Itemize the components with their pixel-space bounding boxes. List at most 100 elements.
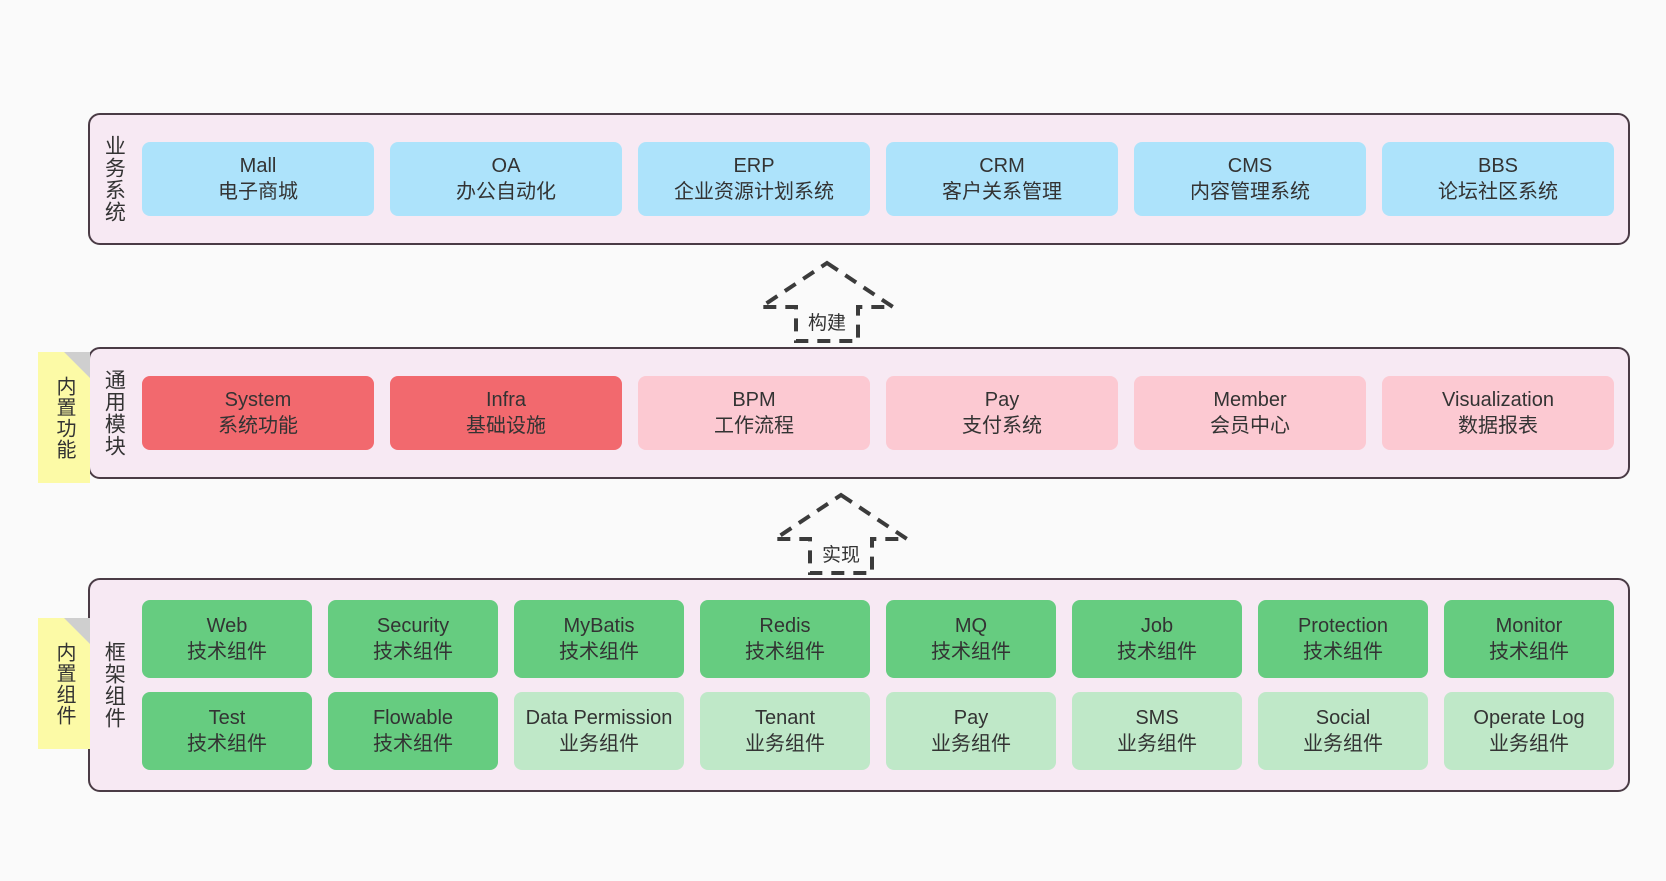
sticky-note-builtin-component: 内置组件 [38,618,90,749]
card-row: System 系统功能 Infra 基础设施 BPM 工作流程 Pay 支付系统… [142,376,1614,450]
card-title: Infra [485,389,527,411]
card-subtitle: 技术组件 [1303,641,1383,663]
card-monitor[interactable]: Monitor 技术组件 [1444,600,1614,678]
card-title: MyBatis [563,615,635,637]
card-title: Mall [239,155,277,177]
layer-body-business-system: Mall 电子商城 OA 办公自动化 ERP 企业资源计划系统 CRM 客户关系… [136,115,1628,243]
card-social[interactable]: Social 业务组件 [1258,692,1428,770]
card-bpm[interactable]: BPM 工作流程 [638,376,870,450]
card-web[interactable]: Web 技术组件 [142,600,312,678]
card-sms[interactable]: SMS 业务组件 [1072,692,1242,770]
layer-common-module: 通用模块 System 系统功能 Infra 基础设施 BPM 工作流程 Pay… [88,347,1630,479]
card-data-permission[interactable]: Data Permission 业务组件 [514,692,684,770]
card-mq[interactable]: MQ 技术组件 [886,600,1056,678]
card-title: Member [1213,389,1287,411]
card-title: CMS [1227,155,1273,177]
card-title: Pay [953,707,989,729]
card-subtitle: 业务组件 [931,733,1011,755]
card-subtitle: 客户关系管理 [942,181,1062,203]
card-title: Tenant [754,707,816,729]
layer-title-common-module: 通用模块 [102,369,126,457]
card-flowable[interactable]: Flowable 技术组件 [328,692,498,770]
card-pay[interactable]: Pay 支付系统 [886,376,1118,450]
layer-framework-component: 框架组件 Web 技术组件 Security 技术组件 MyBatis 技术组件… [88,578,1630,792]
card-subtitle: 基础设施 [466,415,546,437]
layer-body-framework-component: Web 技术组件 Security 技术组件 MyBatis 技术组件 Redi… [136,580,1628,790]
connector-build-arrow: 构建 [754,259,900,345]
card-row: Mall 电子商城 OA 办公自动化 ERP 企业资源计划系统 CRM 客户关系… [142,142,1614,216]
card-title: Pay [984,389,1020,411]
card-subtitle: 技术组件 [187,733,267,755]
card-subtitle: 业务组件 [1117,733,1197,755]
sticky-note-builtin-function: 内置功能 [38,352,90,483]
card-title: Monitor [1495,615,1563,637]
layer-business-system: 业务系统 Mall 电子商城 OA 办公自动化 ERP 企业资源计划系统 CRM… [88,113,1630,245]
card-title: OA [491,155,521,177]
card-test[interactable]: Test 技术组件 [142,692,312,770]
card-title: Flowable [372,707,454,729]
card-title: Protection [1297,615,1389,637]
card-bbs[interactable]: BBS 论坛社区系统 [1382,142,1614,216]
card-system[interactable]: System 系统功能 [142,376,374,450]
card-title: BBS [1477,155,1519,177]
card-title: Redis [759,615,811,637]
card-title: SMS [1135,707,1179,729]
card-security[interactable]: Security 技术组件 [328,600,498,678]
connector-implement-arrow: 实现 [768,491,914,577]
card-row: Test 技术组件 Flowable 技术组件 Data Permission … [142,692,1614,770]
card-title: Operate Log [1473,707,1585,729]
card-erp[interactable]: ERP 企业资源计划系统 [638,142,870,216]
card-title: Social [1315,707,1371,729]
card-redis[interactable]: Redis 技术组件 [700,600,870,678]
card-subtitle: 技术组件 [1489,641,1569,663]
layer-title-framework-component: 框架组件 [102,641,126,729]
card-subtitle: 业务组件 [745,733,825,755]
sticky-note-label: 内置功能 [53,375,75,460]
card-infra[interactable]: Infra 基础设施 [390,376,622,450]
card-mybatis[interactable]: MyBatis 技术组件 [514,600,684,678]
card-mall[interactable]: Mall 电子商城 [142,142,374,216]
card-subtitle: 电子商城 [218,181,298,203]
card-member[interactable]: Member 会员中心 [1134,376,1366,450]
card-subtitle: 技术组件 [559,641,639,663]
sticky-note-label: 内置组件 [53,641,75,726]
card-job[interactable]: Job 技术组件 [1072,600,1242,678]
card-subtitle: 技术组件 [1117,641,1197,663]
card-subtitle: 系统功能 [218,415,298,437]
card-title: Data Permission [525,707,673,729]
card-protection[interactable]: Protection 技术组件 [1258,600,1428,678]
card-subtitle: 技术组件 [931,641,1011,663]
card-title: MQ [954,615,988,637]
card-subtitle: 内容管理系统 [1190,181,1310,203]
card-subtitle: 数据报表 [1458,415,1538,437]
card-title: Visualization [1442,389,1554,411]
card-subtitle: 技术组件 [373,733,453,755]
folded-corner-icon [64,352,90,378]
card-subtitle: 技术组件 [187,641,267,663]
card-title: BPM [732,389,776,411]
layer-body-common-module: System 系统功能 Infra 基础设施 BPM 工作流程 Pay 支付系统… [136,349,1628,477]
card-subtitle: 工作流程 [714,415,794,437]
card-subtitle: 技术组件 [373,641,453,663]
card-pay-business[interactable]: Pay 业务组件 [886,692,1056,770]
card-subtitle: 办公自动化 [456,181,556,203]
card-title: Test [208,707,246,729]
layer-title-business-system: 业务系统 [102,135,126,223]
card-subtitle: 业务组件 [559,733,639,755]
card-title: Security [376,615,450,637]
card-cms[interactable]: CMS 内容管理系统 [1134,142,1366,216]
card-oa[interactable]: OA 办公自动化 [390,142,622,216]
card-tenant[interactable]: Tenant 业务组件 [700,692,870,770]
card-subtitle: 技术组件 [745,641,825,663]
card-row: Web 技术组件 Security 技术组件 MyBatis 技术组件 Redi… [142,600,1614,678]
card-title: ERP [733,155,775,177]
card-title: Job [1140,615,1174,637]
card-crm[interactable]: CRM 客户关系管理 [886,142,1118,216]
card-visualization[interactable]: Visualization 数据报表 [1382,376,1614,450]
card-operate-log[interactable]: Operate Log 业务组件 [1444,692,1614,770]
card-subtitle: 业务组件 [1303,733,1383,755]
card-subtitle: 业务组件 [1489,733,1569,755]
card-subtitle: 企业资源计划系统 [674,181,834,203]
card-subtitle: 支付系统 [962,415,1042,437]
